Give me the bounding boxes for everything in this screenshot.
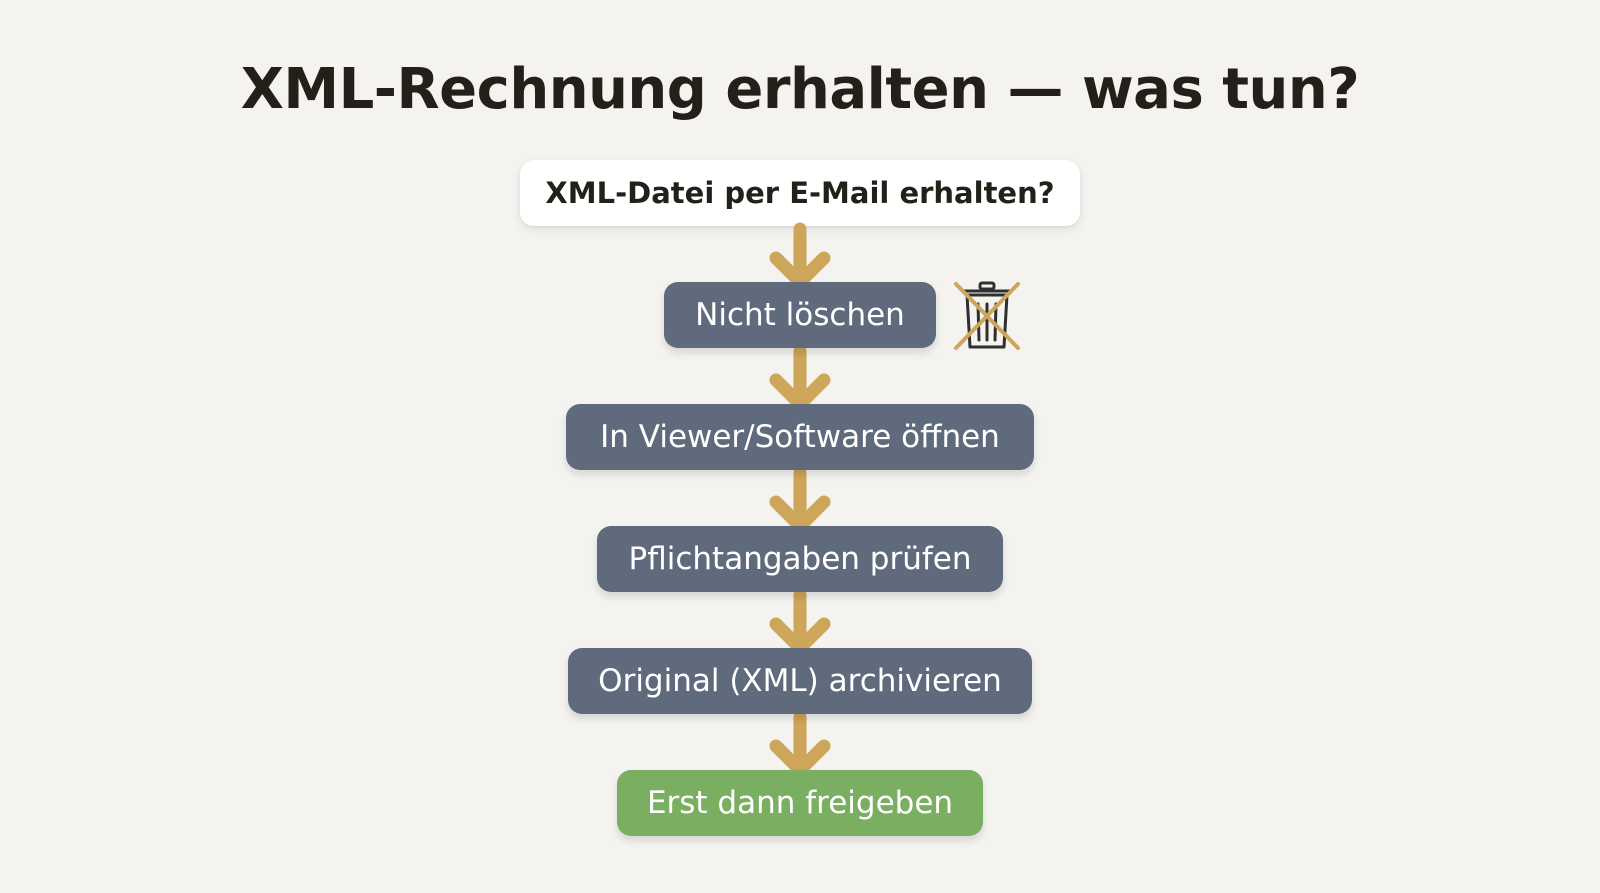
arrow-5 xyxy=(769,710,831,777)
arrow-1 xyxy=(769,222,831,289)
final-node-approve: Erst dann freigeben xyxy=(617,770,983,836)
step-node-open-viewer: In Viewer/Software öffnen xyxy=(566,404,1034,470)
step-node-check-fields: Pflichtangaben prüfen xyxy=(597,526,1003,592)
arrow-3 xyxy=(769,466,831,533)
arrow-2 xyxy=(769,344,831,411)
crossed-out-trash-icon xyxy=(952,280,1022,356)
page-title: XML-Rechnung erhalten — was tun? xyxy=(240,57,1360,122)
arrow-4 xyxy=(769,588,831,655)
step-node-dont-delete: Nicht löschen xyxy=(664,282,936,348)
start-node: XML-Datei per E-Mail erhalten? xyxy=(520,160,1080,226)
step-node-archive: Original (XML) archivieren xyxy=(568,648,1032,714)
